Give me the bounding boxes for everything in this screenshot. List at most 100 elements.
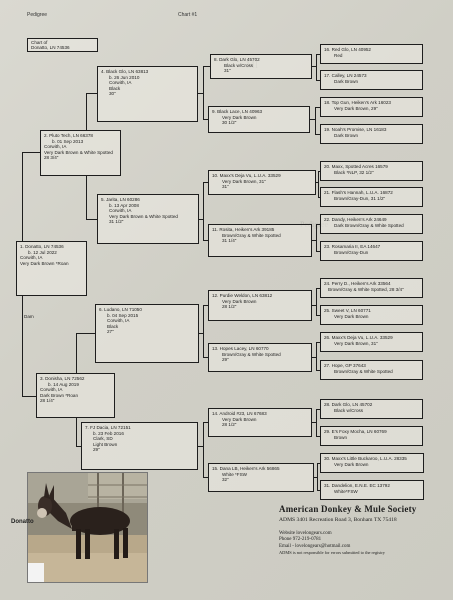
connector-line — [22, 152, 40, 153]
connector-line — [76, 333, 95, 334]
g3-place: Corwith, IA — [109, 208, 132, 214]
g5-name: 26. Maxx's Deja Vu, L.U.A. 33529 — [324, 335, 393, 340]
connector-line — [316, 436, 320, 437]
connector-line — [317, 463, 318, 490]
sire-place: Corwith, IA — [44, 144, 67, 150]
sire-name: 2. Pluto Tech, LN 66378 — [44, 133, 93, 138]
g5-box-18: 18. Top Gun, Heiken's Ark 16023 Very Dar… — [320, 97, 423, 117]
connector-line — [199, 219, 203, 220]
g5-name: 20. Maxx, Spotted Acres 16579 — [324, 164, 388, 169]
dam-birth: b. 14 Aug 2019 — [48, 381, 79, 387]
connector-line — [318, 197, 320, 198]
connector-line — [315, 107, 320, 108]
g3-birth: b. 26 Jun 2010 — [109, 74, 140, 80]
connector-line — [203, 477, 208, 478]
chart-number: Chart #1 — [178, 12, 198, 18]
sire-height: 28 3/4" — [44, 155, 59, 161]
g5-name: 24. Perry D., Heiken's Ark 33564 — [324, 281, 391, 286]
connector-line — [312, 66, 316, 67]
subject-place: Corwith, IA — [20, 255, 43, 261]
g5-detail: Very Dark Brown — [334, 313, 369, 319]
dam-place: Corwith, IA — [40, 387, 63, 393]
g5-name: 29. E's Foxy Mocha, LN 60769 — [324, 429, 387, 434]
connector-line — [86, 219, 97, 220]
g5-name: 19. Noah's Promise, LN 16183 — [324, 127, 387, 132]
g5-box-27: 27. Hope, GP 37643 Brown/Gray & White Sp… — [320, 360, 423, 380]
connector-line — [203, 422, 204, 477]
connector-line — [316, 224, 320, 225]
g5-detail: Brown — [334, 434, 348, 440]
g3-name: 7. FJ Dacia, LN 72151 — [85, 425, 131, 430]
g4-name: 15. Dana LB, Heiken's Ark 56865 — [212, 466, 280, 471]
photo-label: Donatto — [11, 519, 34, 525]
g4-name: 8. Dark Glo, LN 45702 — [214, 57, 260, 62]
connector-line — [22, 396, 36, 397]
connector-line — [76, 446, 81, 447]
g4-height: 29" — [222, 357, 229, 362]
header-title: Pedigree — [27, 12, 48, 18]
g3-height: 29" — [93, 447, 100, 453]
g5-name: 22. Dandy, Heiken's Ark 24649 — [324, 217, 387, 222]
g4-color: Brown/Gray & White Spotted — [222, 351, 281, 357]
g3-name: 6. Ludano, LN 71050 — [99, 307, 142, 312]
g5-detail: Dark Brown — [334, 78, 358, 84]
g5-name: 25. Sweet V, LN 60771 — [324, 308, 371, 313]
dam-name: 3. Donisha, LN 72562 — [40, 376, 85, 381]
connector-line — [316, 315, 320, 316]
g5-name: 17. Calley, LN 24573 — [324, 73, 367, 78]
g5-name: 23. Rosamaria II, EA 14647 — [324, 244, 381, 249]
g4-box-9: 9. Black Lace, LN 40963 Very Dark Brown … — [208, 106, 310, 133]
g4-height: 31" — [224, 68, 231, 73]
society-website: Website lovelongears.com — [279, 531, 332, 536]
g4-height: 30 1/2" — [222, 120, 237, 125]
connector-line — [316, 409, 317, 436]
dam-box: 3. Donisha, LN 72562 b. 14 Aug 2019 Corw… — [36, 373, 115, 418]
g4-height: 32" — [222, 477, 229, 482]
g5-name: 28. Dark Glo, LN 45702 — [324, 402, 373, 407]
subject-box: 1. Donatto, LN 74536 b. 12 Jul 2022 Corw… — [16, 241, 87, 296]
g5-detail: Very Dark Brown, 31" — [334, 340, 378, 346]
g5-name: 21. Flash's Hannah, L.U.A. 16872 — [324, 190, 393, 195]
g5-box-25: 25. Sweet V, LN 60771 Very Dark Brown — [320, 305, 423, 325]
g4-box-12: 12. Purdie Weldon, LN 63812 Very Dark Br… — [208, 290, 312, 321]
g5-detail: Dark Brown/Gray & White Spotted — [334, 222, 404, 228]
g3-birth: b. 13 Apr 2008 — [109, 202, 139, 208]
g3-box-6: 6. Ludano, LN 71050 b. 04 Sep 2015 Corwi… — [95, 304, 199, 363]
g4-height: 28 1/2" — [222, 304, 237, 309]
connector-line — [22, 152, 23, 241]
g5-box-21: 21. Flash's Hannah, L.U.A. 16872 Brown/G… — [320, 187, 423, 207]
connector-line — [316, 370, 320, 371]
subject-birth: b. 12 Jul 2022 — [28, 249, 57, 255]
connector-line — [203, 119, 208, 120]
connector-line — [203, 357, 208, 358]
connector-line — [86, 93, 87, 130]
g5-name: 31. Dandelion, E.N.E. EC 13792 — [324, 483, 390, 488]
g5-box-31: 31. Dandelion, E.N.E. EC 13792 White*FSW — [320, 480, 424, 500]
g4-name: 14. Android #23, LN 67683 — [212, 411, 267, 416]
connector-line — [76, 333, 77, 373]
connector-line — [203, 422, 208, 423]
g4-box-10: 10. Maxx's Deja Vu, L.U.A. 33529 Very Da… — [208, 170, 316, 195]
g5-name: 27. Hope, GP 37643 — [324, 363, 366, 368]
g4-name: 12. Purdie Weldon, LN 63812 — [212, 293, 273, 298]
g5-box-16: 16. Red Glo, LN 40952 Red — [320, 44, 423, 64]
g4-color: Very Dark Brown — [222, 114, 257, 120]
connector-line — [203, 305, 204, 357]
connector-line — [314, 477, 317, 478]
connector-line — [76, 418, 77, 446]
connector-line — [317, 490, 320, 491]
connector-line — [316, 342, 317, 370]
connector-line — [315, 134, 320, 135]
g4-name: 11. Rosita, Heiken's Ark 39185 — [212, 227, 275, 232]
connector-line — [203, 66, 210, 67]
g4-color: Very Dark Brown, 31" — [222, 178, 266, 184]
g3-name: 5. Jarita, LN 60286 — [101, 197, 140, 202]
g4-height: 31 1/4" — [222, 238, 237, 243]
connector-line — [86, 176, 87, 219]
g5-detail: Dark Brown — [334, 132, 358, 138]
connector-line — [198, 93, 203, 94]
g4-name: 10. Maxx's Deja Vu, L.U.A. 33529 — [212, 173, 281, 178]
connector-line — [203, 182, 204, 240]
g4-color: White *FSW — [222, 471, 248, 477]
g3-name: 4. Black Glo, LN 63813 — [101, 69, 149, 74]
